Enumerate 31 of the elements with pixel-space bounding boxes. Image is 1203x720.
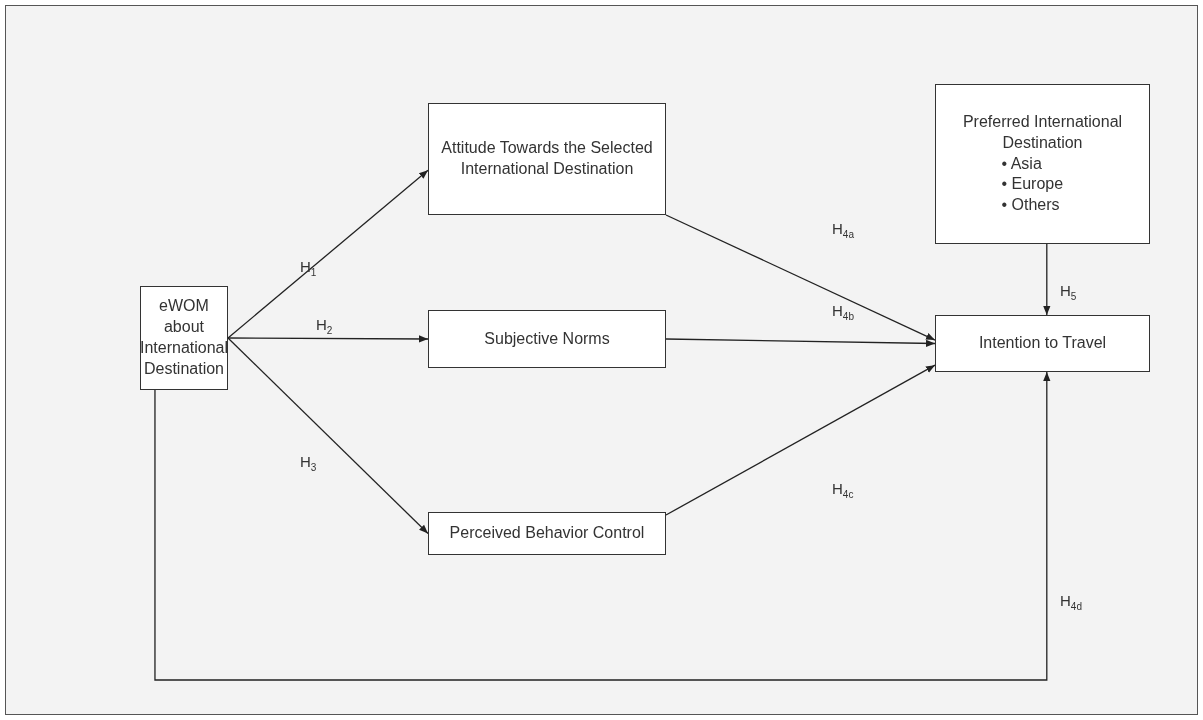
arrow (665, 214, 936, 341)
construct-box (935, 315, 1150, 372)
node-label: Subjective Norms (484, 328, 610, 349)
node-label: Attitude Towards the Selected International Destination (440, 138, 654, 179)
arrow (227, 335, 429, 343)
arrow (665, 338, 936, 347)
edge-label: H$_{5}$ (1060, 282, 1077, 302)
arrow (227, 169, 429, 339)
edge-label: H$_{2}$ (316, 316, 333, 336)
edge-label: H$_{4a}$ (832, 220, 854, 240)
construct-box (428, 310, 666, 368)
list-item: • Europe (1001, 174, 1065, 195)
node-label: Intention to Travel (978, 333, 1107, 354)
node-label: eWOM about International Destination (139, 296, 229, 379)
node-label: Perceived Behavior Control (449, 523, 645, 544)
construct-box (140, 286, 228, 390)
arrow (665, 364, 936, 516)
edge-label: H$_{4d}$ (1060, 592, 1082, 612)
construct-box (428, 512, 666, 555)
arrow (227, 337, 429, 535)
construct-box (428, 103, 666, 215)
arrow (154, 371, 1051, 681)
edge-label: H$_{1}$ (300, 258, 317, 278)
arrow (1043, 243, 1051, 316)
node-label: Preferred International Destination (961, 112, 1124, 153)
list-item: • Others (1001, 195, 1061, 216)
edge-label: H$_{4b}$ (832, 302, 854, 322)
edge-label: H$_{3}$ (300, 453, 317, 473)
edge-label: H$_{4c}$ (832, 480, 854, 500)
list-item: • Asia (1001, 153, 1043, 174)
moderator-box (935, 84, 1150, 244)
